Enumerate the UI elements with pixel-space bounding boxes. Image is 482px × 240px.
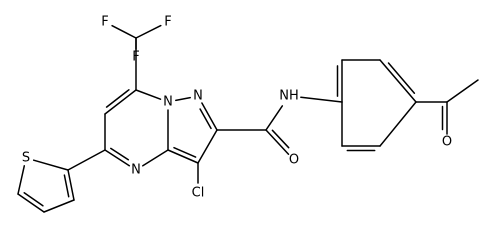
bond-nh-r1	[300, 96, 343, 103]
bond-t2-t3	[67, 169, 75, 201]
atom-label-s1: S	[22, 151, 30, 166]
structure-canvas: F F F N N N S Cl NH O O	[17, 15, 479, 213]
bond-t5-s	[17, 165, 26, 195]
bond-t4-t5-inner	[23, 192, 44, 207]
atom-label-n4: N	[131, 163, 141, 178]
atom-label-cl1: Cl	[192, 186, 205, 201]
bond-c3-c3a	[167, 149, 199, 164]
atom-label-n7a: N	[163, 95, 173, 110]
bond-r4-r5	[379, 101, 417, 147]
bond-r3-r4	[379, 59, 417, 103]
bond-n7a-c7	[135, 89, 162, 100]
atom-label-nh: NH	[279, 89, 299, 104]
bond-co-me	[446, 79, 479, 103]
bond-c3-c3a-inner	[173, 146, 197, 158]
bond-t4-t5	[17, 193, 45, 213]
bond-c7-c6-inner	[105, 89, 130, 108]
atom-label-f1: F	[101, 15, 108, 30]
atom-label-n1: N	[193, 89, 203, 104]
atom-label-f2: F	[164, 15, 171, 30]
bond-c5-n4	[104, 149, 131, 167]
bond-cf3-f2	[135, 24, 162, 39]
bond-n1-c2-inner	[199, 108, 212, 130]
bond-r3-r4-inner	[387, 62, 416, 94]
atom-label-f3: F	[132, 50, 139, 65]
bond-c5-n4-inner	[110, 147, 130, 161]
bond-s-t2	[32, 159, 69, 171]
bond-c2-c3	[197, 129, 218, 164]
bond-n4-c3a	[142, 149, 169, 167]
bond-ca-o1-inner	[271, 129, 290, 149]
bond-c5-t2	[67, 149, 106, 171]
bond-t3-t4	[43, 199, 75, 213]
bond-n1-c2	[201, 102, 218, 131]
bond-n7a-n1	[175, 96, 191, 102]
bond-ca-o1	[265, 129, 290, 155]
atom-label-o1: O	[289, 153, 299, 168]
bond-t2-t3-inner	[63, 174, 70, 198]
bond-cf3-f1	[111, 24, 137, 39]
bond-ca-nh	[265, 105, 284, 131]
bond-c7-c6	[104, 89, 137, 115]
molecule-drawing: F F F N N N S Cl NH O O	[17, 15, 479, 213]
atom-label-o2: O	[442, 135, 452, 150]
